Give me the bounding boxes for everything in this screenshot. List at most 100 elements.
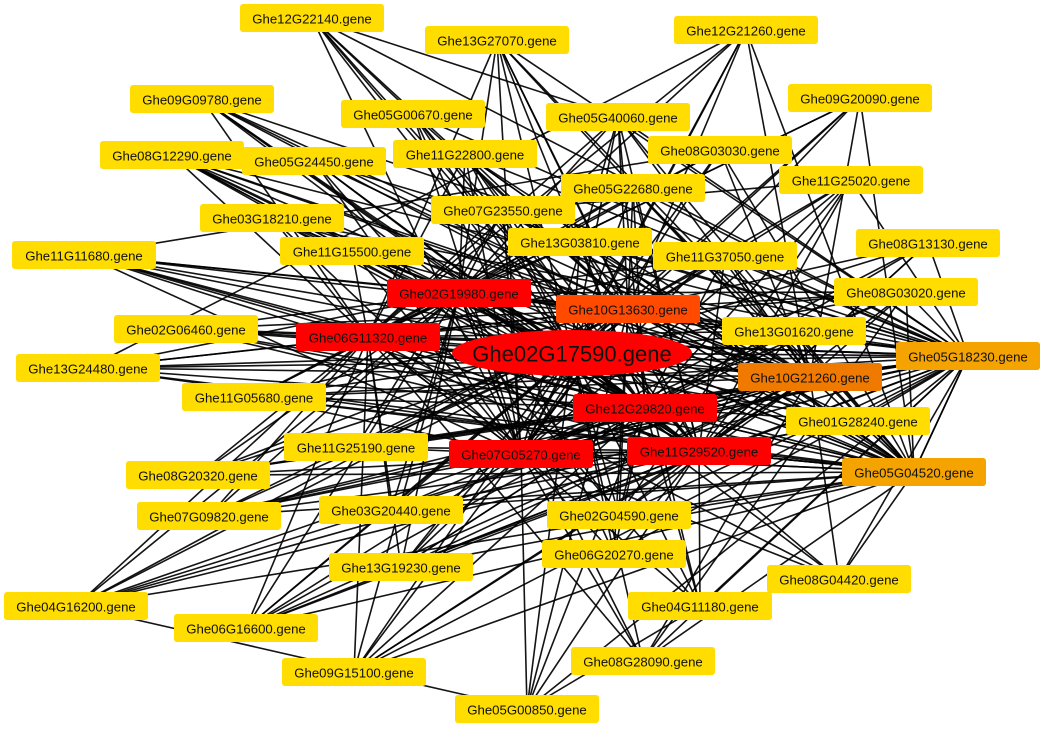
gene-node-ghe07g05270[interactable]: Ghe07G05270.gene bbox=[449, 440, 593, 468]
gene-node-ghe06g20270-label: Ghe06G20270.gene bbox=[554, 548, 674, 563]
gene-node-ghe05g00670[interactable]: Ghe05G00670.gene bbox=[341, 100, 485, 128]
gene-node-ghe11g25020-shape bbox=[779, 166, 923, 194]
gene-node-ghe11g25190[interactable]: Ghe11G25190.gene bbox=[284, 433, 428, 461]
gene-node-ghe13g27070[interactable]: Ghe13G27070.gene bbox=[425, 26, 569, 54]
gene-node-ghe03g20440[interactable]: Ghe03G20440.gene bbox=[319, 496, 463, 524]
gene-node-ghe13g03810[interactable]: Ghe13G03810.gene bbox=[508, 228, 652, 256]
gene-node-ghe06g16600-shape bbox=[174, 614, 318, 642]
edge-20-47 bbox=[353, 292, 460, 673]
gene-node-ghe11g15500-shape bbox=[280, 237, 424, 265]
gene-node-ghe11g25190-shape bbox=[284, 433, 428, 461]
gene-node-ghe13g19230[interactable]: Ghe13G19230.gene bbox=[329, 553, 473, 581]
gene-node-ghe12g21260-shape bbox=[674, 16, 818, 44]
gene-node-ghe08g28090-shape bbox=[571, 647, 715, 675]
gene-node-ghe08g04420[interactable]: Ghe08G04420.gene bbox=[767, 565, 911, 593]
edge-peripheral-0-5 bbox=[311, 17, 619, 118]
edge-26-15 bbox=[579, 241, 969, 357]
gene-node-ghe11g05680[interactable]: Ghe11G05680.gene bbox=[182, 383, 326, 411]
gene-node-ghe08g13130-shape bbox=[856, 229, 1000, 257]
gene-node-ghe05g04520[interactable]: Ghe05G04520.gene bbox=[842, 458, 986, 486]
gene-node-ghe10g21260-shape bbox=[738, 363, 882, 391]
gene-node-ghe13g24480-label: Ghe13G24480.gene bbox=[28, 362, 148, 377]
gene-node-ghe07g23550[interactable]: Ghe07G23550.gene bbox=[431, 196, 575, 224]
gene-node-ghe05g22680[interactable]: Ghe05G22680.gene bbox=[561, 174, 705, 202]
gene-node-ghe13g24480[interactable]: Ghe13G24480.gene bbox=[16, 354, 160, 382]
edge-peripheral-4-0 bbox=[311, 17, 414, 115]
gene-node-ghe11g25020-label: Ghe11G25020.gene bbox=[792, 174, 911, 189]
gene-node-ghe12g22140-label: Ghe12G22140.gene bbox=[252, 12, 372, 27]
gene-node-ghe04g11180-shape bbox=[628, 592, 772, 620]
gene-node-ghe09g09780-label: Ghe09G09780.gene bbox=[142, 93, 262, 108]
edge-26-3 bbox=[201, 98, 969, 357]
edge-33-48 bbox=[520, 453, 528, 710]
edge-33-18 bbox=[351, 250, 522, 455]
gene-node-ghe02g19980-label: Ghe02G19980.gene bbox=[399, 287, 519, 302]
gene-node-ghe06g20270[interactable]: Ghe06G20270.gene bbox=[542, 540, 686, 568]
gene-node-ghe09g09780[interactable]: Ghe09G09780.gene bbox=[130, 85, 274, 113]
edge-36-42 bbox=[838, 471, 915, 580]
gene-node-ghe02g06460-shape bbox=[114, 315, 258, 343]
gene-node-ghe05g00850[interactable]: Ghe05G00850.gene bbox=[455, 695, 599, 723]
gene-node-ghe08g12290[interactable]: Ghe08G12290.gene bbox=[100, 141, 244, 169]
gene-node-ghe08g03020-label: Ghe08G03020.gene bbox=[846, 286, 966, 301]
gene-node-ghe09g20090[interactable]: Ghe09G20090.gene bbox=[788, 84, 932, 112]
hub-gene-node[interactable]: Ghe02G17590.gene bbox=[452, 330, 692, 376]
gene-node-ghe08g03030-shape bbox=[648, 136, 792, 164]
gene-node-ghe11g29520[interactable]: Ghe11G29520.gene bbox=[627, 437, 771, 465]
edge-28-41 bbox=[400, 376, 811, 568]
gene-node-ghe06g16600[interactable]: Ghe06G16600.gene bbox=[174, 614, 318, 642]
edge-20-26 bbox=[458, 292, 969, 357]
gene-node-ghe13g01620[interactable]: Ghe13G01620.gene bbox=[722, 317, 866, 345]
gene-node-ghe08g20320[interactable]: Ghe08G20320.gene bbox=[126, 461, 270, 489]
edge-peripheral-10-17 bbox=[83, 149, 721, 256]
gene-node-ghe06g11320[interactable]: Ghe06G11320.gene bbox=[296, 323, 440, 351]
gene-node-ghe11g25020[interactable]: Ghe11G25020.gene bbox=[779, 166, 923, 194]
gene-node-ghe02g06460[interactable]: Ghe02G06460.gene bbox=[114, 315, 258, 343]
gene-node-ghe11g11680[interactable]: Ghe11G11680.gene bbox=[12, 241, 156, 269]
gene-node-ghe07g09820[interactable]: Ghe07G09820.gene bbox=[137, 502, 281, 530]
gene-node-ghe04g11180[interactable]: Ghe04G11180.gene bbox=[628, 592, 772, 620]
gene-node-ghe04g16200[interactable]: Ghe04G16200.gene bbox=[4, 592, 148, 620]
gene-node-ghe08g28090[interactable]: Ghe08G28090.gene bbox=[571, 647, 715, 675]
gene-node-ghe05g00670-shape bbox=[341, 100, 485, 128]
gene-node-ghe09g15100[interactable]: Ghe09G15100.gene bbox=[282, 658, 426, 686]
gene-node-ghe11g37050[interactable]: Ghe11G37050.gene bbox=[653, 242, 797, 270]
gene-node-ghe05g40060[interactable]: Ghe05G40060.gene bbox=[546, 103, 690, 131]
gene-node-ghe11g15500[interactable]: Ghe11G15500.gene bbox=[280, 237, 424, 265]
gene-node-ghe13g27070-label: Ghe13G27070.gene bbox=[437, 34, 557, 49]
gene-node-ghe12g22140[interactable]: Ghe12G22140.gene bbox=[240, 4, 384, 32]
gene-node-ghe08g03030-label: Ghe08G03030.gene bbox=[660, 144, 780, 159]
gene-node-ghe12g21260[interactable]: Ghe12G21260.gene bbox=[674, 16, 818, 44]
gene-node-ghe10g13630-label: Ghe10G13630.gene bbox=[568, 303, 688, 318]
edge-peripheral-16-34 bbox=[698, 242, 929, 452]
edge-24-45 bbox=[245, 336, 369, 629]
edge-34-48 bbox=[526, 450, 700, 710]
gene-node-ghe10g21260[interactable]: Ghe10G21260.gene bbox=[738, 363, 882, 391]
gene-node-ghe08g03020[interactable]: Ghe08G03020.gene bbox=[834, 278, 978, 306]
gene-node-ghe08g03030[interactable]: Ghe08G03030.gene bbox=[648, 136, 792, 164]
gene-node-ghe02g19980[interactable]: Ghe02G19980.gene bbox=[387, 279, 531, 307]
gene-node-ghe03g18210[interactable]: Ghe03G18210.gene bbox=[200, 204, 344, 232]
edge-30-40 bbox=[613, 407, 646, 555]
gene-node-ghe07g23550-shape bbox=[431, 196, 575, 224]
gene-node-ghe11g22800[interactable]: Ghe11G22800.gene bbox=[393, 140, 537, 168]
gene-node-ghe09g15100-shape bbox=[282, 658, 426, 686]
gene-node-ghe02g04590[interactable]: Ghe02G04590.gene bbox=[547, 501, 691, 529]
gene-node-ghe05g18230[interactable]: Ghe05G18230.gene bbox=[896, 342, 1040, 370]
gene-node-ghe10g21260-label: Ghe10G21260.gene bbox=[750, 371, 870, 386]
edge-22-13 bbox=[271, 217, 629, 310]
gene-node-ghe12g29820[interactable]: Ghe12G29820.gene bbox=[573, 394, 717, 422]
gene-node-ghe05g04520-label: Ghe05G04520.gene bbox=[854, 466, 974, 481]
gene-node-ghe05g24450[interactable]: Ghe05G24450.gene bbox=[242, 147, 386, 175]
gene-node-ghe11g22800-shape bbox=[393, 140, 537, 168]
gene-node-ghe01g28240[interactable]: Ghe01G28240.gene bbox=[786, 407, 930, 435]
gene-node-ghe13g03810-label: Ghe13G03810.gene bbox=[520, 236, 640, 251]
gene-node-ghe05g00850-shape bbox=[455, 695, 599, 723]
gene-node-ghe10g13630[interactable]: Ghe10G13630.gene bbox=[556, 295, 700, 323]
gene-node-ghe06g11320-label: Ghe06G11320.gene bbox=[309, 331, 428, 346]
gene-node-ghe11g15500-label: Ghe11G15500.gene bbox=[293, 245, 412, 260]
gene-node-ghe08g13130[interactable]: Ghe08G13130.gene bbox=[856, 229, 1000, 257]
gene-node-ghe03g18210-shape bbox=[200, 204, 344, 232]
gene-node-ghe08g04420-label: Ghe08G04420.gene bbox=[779, 573, 899, 588]
